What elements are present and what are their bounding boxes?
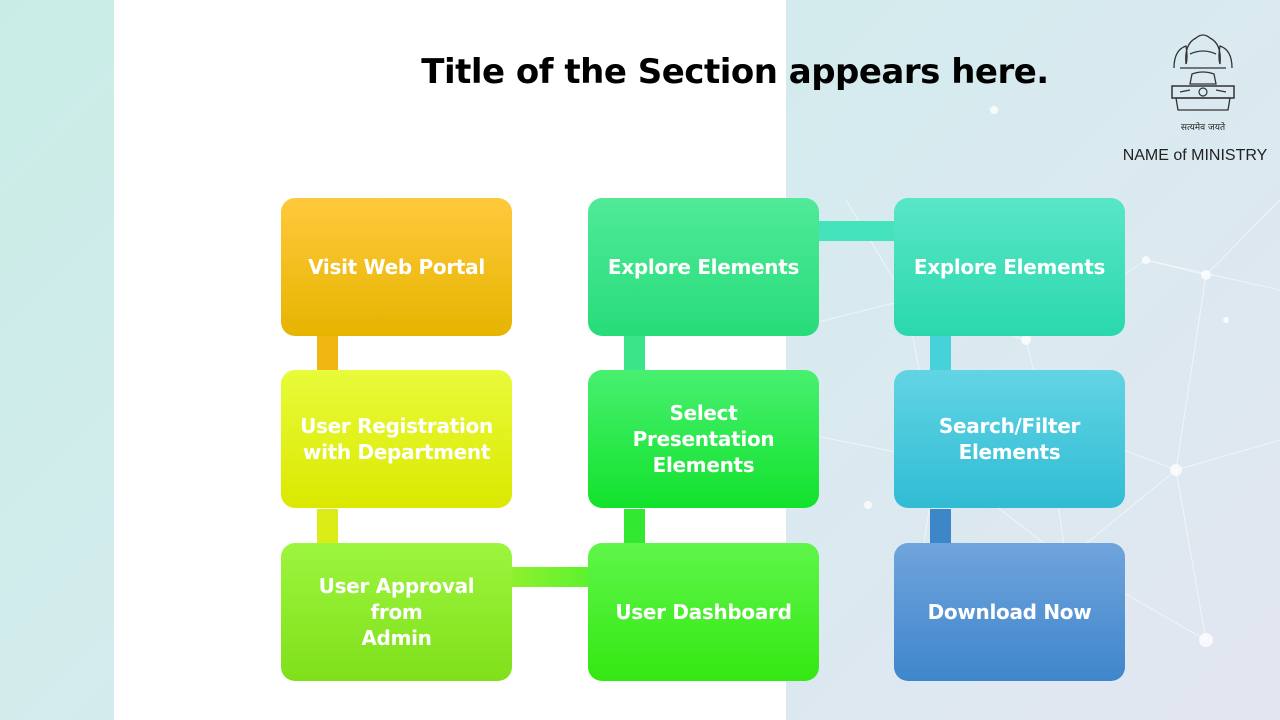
national-emblem-icon: सत्यमेव जयते xyxy=(1171,34,1235,133)
step-visit-web-portal: Visit Web Portal xyxy=(281,198,512,336)
step-explore-elements-1: Explore Elements xyxy=(588,198,819,336)
step-download-now: Download Now xyxy=(894,543,1125,681)
connector-select-explore xyxy=(624,336,645,370)
connector-approval-dashboard xyxy=(512,567,588,587)
emblem-motto: सत्यमेव जयते xyxy=(1181,121,1226,133)
section-title: Title of the Section appears here. xyxy=(421,52,1049,92)
ministry-name: NAME of MINISTRY xyxy=(1122,147,1268,164)
step-label: Explore Elements xyxy=(607,255,800,279)
connector-portal-registration xyxy=(317,336,338,370)
step-label: Visit Web Portal xyxy=(308,255,485,279)
step-label: Download Now xyxy=(927,600,1092,624)
connector-dashboard-select xyxy=(624,509,645,543)
step-label: User Approval from Admin xyxy=(318,574,475,650)
connector-explore-explore xyxy=(818,221,894,241)
step-user-registration: User Registration with Department xyxy=(281,370,512,508)
step-label: User Registration with Department xyxy=(300,414,493,464)
step-label: Explore Elements xyxy=(913,255,1106,279)
step-label: Search/Filter Elements xyxy=(938,414,1081,464)
connector-registration-approval xyxy=(317,509,338,543)
step-explore-elements-2: Explore Elements xyxy=(894,198,1125,336)
step-user-approval: User Approval from Admin xyxy=(281,543,512,681)
step-select-presentation-elements: Select Presentation Elements xyxy=(588,370,819,508)
connector-search-download xyxy=(930,509,951,543)
step-user-dashboard: User Dashboard xyxy=(588,543,819,681)
step-label: User Dashboard xyxy=(615,600,792,624)
step-label: Select Presentation Elements xyxy=(632,401,775,477)
step-search-filter-elements: Search/Filter Elements xyxy=(894,370,1125,508)
connector-explore-search xyxy=(930,336,951,370)
